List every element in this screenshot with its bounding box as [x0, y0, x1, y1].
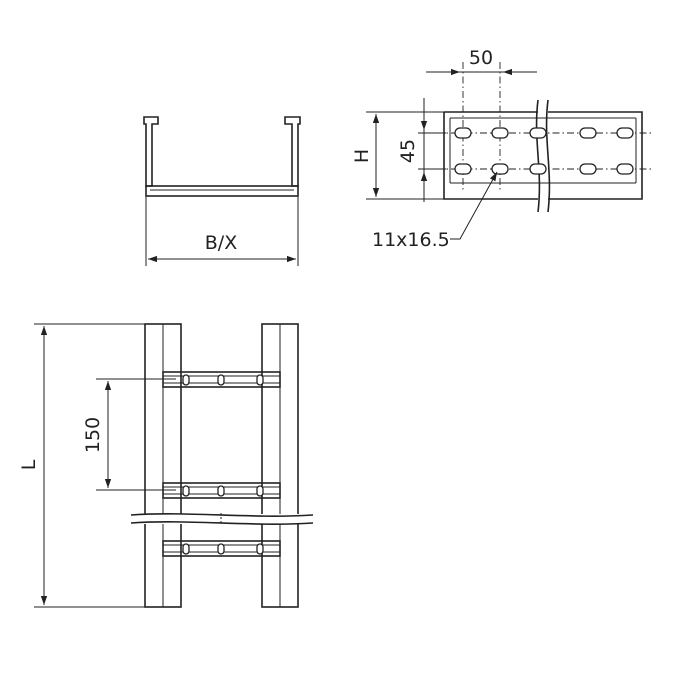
plan-view: 150 L	[18, 323, 314, 608]
side-rail-outline	[443, 111, 643, 200]
hole-spacing-label: 45	[397, 139, 419, 163]
slot-hole	[491, 163, 509, 175]
slot-hole	[579, 127, 597, 139]
slot-hole	[491, 127, 509, 139]
break-line-right	[545, 99, 551, 213]
rung-spacing-label: 150	[82, 417, 104, 453]
rung-hole	[256, 543, 264, 555]
slot-hole	[579, 163, 597, 175]
break-line-left	[535, 99, 541, 213]
rung-hole	[182, 485, 190, 497]
rung-profile	[145, 185, 299, 197]
width-label: B/X	[205, 232, 237, 254]
rung-hole	[182, 543, 190, 555]
slot-hole	[454, 163, 472, 175]
left-rail-profile	[143, 116, 159, 187]
height-label: H	[351, 149, 373, 163]
slot-hole	[616, 163, 634, 175]
side-view: 50 45 H 11x16.5	[351, 47, 652, 251]
cross-section-view: B/X	[143, 116, 301, 266]
rung-hole	[217, 485, 225, 497]
rung-hole	[217, 374, 225, 386]
rung-hole	[256, 485, 264, 497]
slot-holes	[454, 127, 634, 175]
slot-hole	[616, 127, 634, 139]
slot-leader-line	[450, 171, 498, 240]
pitch-label: 50	[469, 47, 493, 69]
rung-hole	[217, 543, 225, 555]
right-rail-profile	[284, 116, 301, 187]
slot-hole	[529, 127, 547, 139]
length-label: L	[18, 459, 40, 470]
slot-size-label: 11x16.5	[372, 229, 450, 251]
slot-hole	[529, 163, 547, 175]
rung-hole	[182, 374, 190, 386]
plan-break-marks	[130, 513, 314, 525]
rung-hole	[256, 374, 264, 386]
slot-hole	[454, 127, 472, 139]
rung	[162, 540, 281, 557]
